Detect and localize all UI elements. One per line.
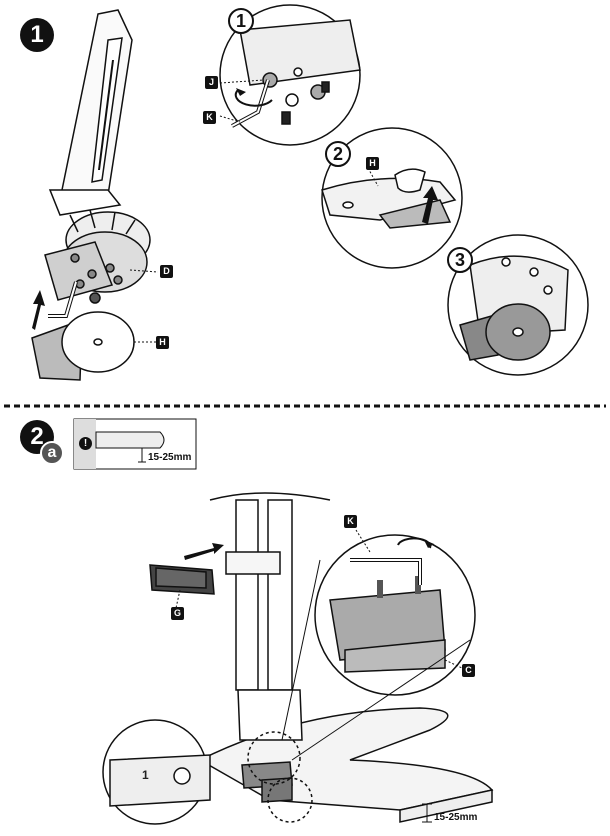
part-label-g: G <box>171 607 184 620</box>
desk-thickness-note <box>73 418 197 470</box>
thickness-range-desk: 15-25mm <box>434 812 478 823</box>
pole-part-number: 1 <box>142 768 149 782</box>
step-1-badge: 1 <box>20 18 54 52</box>
rotation-arrow-icon-2 <box>424 540 434 548</box>
detail-2-badge: 2 <box>325 141 351 167</box>
push-arrow-icon-2 <box>422 186 438 224</box>
part-label-h-bottom: H <box>156 336 169 349</box>
rotation-arrow-icon <box>236 88 246 96</box>
step-2a-badge: a <box>40 441 64 465</box>
detail-1-badge: 1 <box>228 8 254 34</box>
part-label-d: D <box>160 265 173 278</box>
thickness-range-note: 15-25mm <box>148 452 192 463</box>
detail-circle-1 <box>219 4 361 146</box>
part-label-k-top: K <box>203 111 216 124</box>
detail-circle-2 <box>321 127 463 269</box>
part-label-c: C <box>462 664 475 677</box>
push-arrow-icon <box>32 290 45 330</box>
monitor-arm-illustration <box>31 9 151 381</box>
part-label-k-bottom: K <box>344 515 357 528</box>
detail-3-badge: 3 <box>447 247 473 273</box>
part-label-j: J <box>205 76 218 89</box>
warning-icon: ! <box>79 437 92 450</box>
clamp-assembly-illustration <box>102 492 494 825</box>
push-arrow-icon-3 <box>184 543 224 560</box>
part-label-h-detail: H <box>366 157 379 170</box>
detail-circle-3 <box>447 234 589 376</box>
